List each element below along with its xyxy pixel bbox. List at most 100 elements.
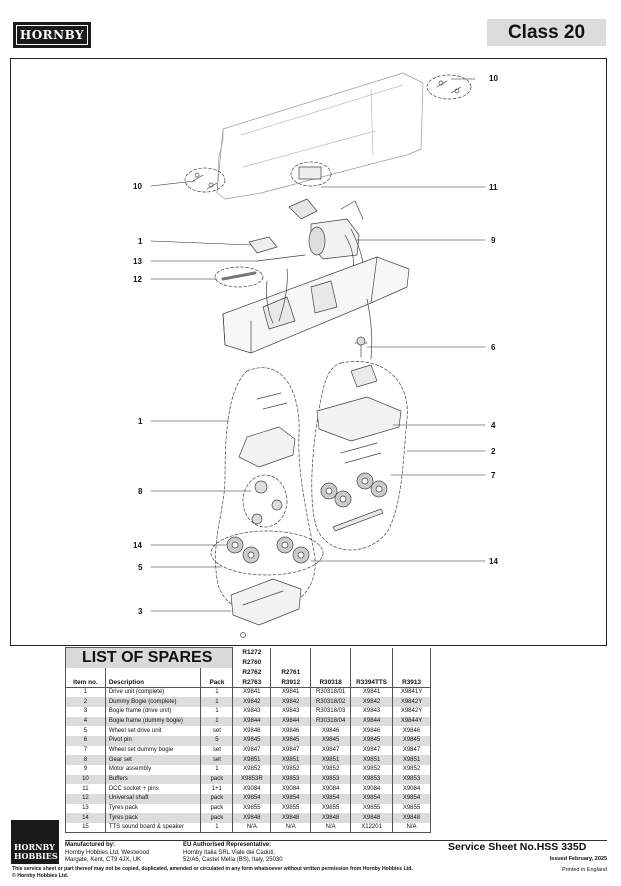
callout-8: 8 (138, 487, 143, 496)
cell-part-number: X9854 (350, 794, 394, 804)
cell-part-number: X9851 (270, 755, 312, 765)
callout-7: 7 (491, 471, 496, 480)
buffers-left-group (184, 167, 226, 193)
eu-line1: Hornby Italia SRL Viale dei Caduti, (183, 849, 276, 856)
cell-part-number: N/A (310, 823, 352, 834)
cell-part-number: X9852 (392, 765, 431, 775)
cell-item: 5 (65, 726, 106, 736)
footer-divider (65, 840, 607, 841)
cell-part-number: X9848 (270, 813, 312, 824)
cell-part-number: X9853 (310, 774, 352, 785)
dcc-socket-group (290, 161, 332, 187)
manufacturer-block: Manufactured by: Hornby Hobbies Ltd, Wes… (65, 842, 149, 865)
cell-part-number: X9843 (232, 706, 272, 717)
cell-description: DCC socket + pins (104, 784, 202, 795)
cell-part-number: X9855 (350, 803, 394, 814)
copyright-notice: © Hornby Hobbies Ltd. (12, 873, 69, 879)
cell-part-number: X9853 (392, 774, 431, 785)
cell-item: 15 (65, 823, 106, 834)
callout-10-left: 10 (133, 182, 142, 191)
header-blank (310, 667, 352, 678)
service-sheet-number: Service Sheet No.HSS 335D (448, 841, 587, 853)
callout-9: 9 (491, 236, 496, 245)
cell-part-number: X9852 (310, 765, 352, 775)
model-header-r2760: R2760 (232, 657, 272, 668)
cell-part-number: X9846 (350, 726, 394, 736)
cell-part-number: X9847 (270, 745, 312, 756)
cell-description: Pivot pin (104, 735, 202, 746)
cell-pack: 1 (200, 823, 234, 834)
callout-1-pcb: 1 (138, 237, 143, 246)
hornby-hobbies-logo: HORNBY HOBBIES (11, 820, 59, 864)
cell-item: 9 (65, 765, 106, 775)
cell-part-number: X9845 (270, 735, 312, 746)
shaft-13 (256, 254, 306, 262)
cell-description: Universal shaft (104, 794, 202, 804)
cell-part-number: X9852 (270, 765, 312, 775)
cell-item: 7 (65, 745, 106, 756)
manufactured-line1: Hornby Hobbies Ltd, Westwood (65, 849, 150, 856)
cell-description: Gear set (104, 755, 202, 765)
cell-part-number: X9844 (270, 716, 312, 727)
cell-part-number: X9841 (270, 687, 312, 698)
loco-body-outline (216, 72, 424, 200)
cell-description: Drive unit (complete) (104, 687, 202, 698)
cell-part-number: X9851 (232, 755, 272, 765)
col-header-model: R2763 (232, 677, 272, 688)
cell-part-number: X9084 (310, 784, 352, 795)
cell-part-number: X9847 (310, 745, 352, 756)
cell-item: 11 (65, 784, 106, 795)
cell-pack: pack (200, 803, 234, 814)
copy-disclaimer: This service sheet or part thereof may n… (12, 866, 413, 872)
cell-part-number: X9846 (310, 726, 352, 736)
col-header-model: R3912 (270, 677, 312, 688)
callout-4: 4 (491, 421, 496, 430)
cell-part-number: X9084 (392, 784, 431, 795)
cell-part-number: X9853 (350, 774, 394, 785)
manufactured-label: Manufactured by: (65, 842, 116, 848)
eu-label: EU Authorised Representative: (183, 842, 272, 848)
header-blank (392, 647, 431, 658)
spares-table: LIST OF SPARES R1272 R2760 R2762 R2761 I… (64, 647, 431, 834)
pcb-board (248, 236, 278, 254)
callout-12: 12 (133, 275, 142, 284)
cell-pack: 1 (200, 716, 234, 727)
cell-part-number: X9084 (232, 784, 272, 795)
col-header-description: Description (104, 677, 202, 688)
cell-part-number: X9842 (270, 697, 312, 707)
cell-part-number: X9853R (232, 774, 272, 785)
cell-part-number: X9848 (350, 813, 394, 824)
cell-part-number: X9852 (350, 765, 394, 775)
cell-pack: set (200, 755, 234, 765)
spares-title: LIST OF SPARES (64, 647, 234, 668)
cell-item: 14 (65, 813, 106, 824)
hh-logo-line1: HORNBY (14, 842, 55, 852)
dummy-bogie-group (311, 361, 408, 551)
eu-rep-block: EU Authorised Representative: Hornby Ita… (183, 842, 283, 865)
cell-part-number: X9855 (270, 803, 312, 814)
cell-description: Tyres pack (104, 803, 202, 814)
header-blank (350, 647, 394, 658)
issued-date: Issued February, 2025 (549, 856, 607, 862)
cell-item: 10 (65, 774, 106, 785)
cell-part-number: X9844 (232, 716, 272, 727)
cell-part-number: X9846 (232, 726, 272, 736)
col-header-model: R3913 (392, 677, 431, 688)
col-header-pack: Pack (200, 677, 234, 688)
col-header-item: Item no. (65, 677, 106, 688)
callout-3: 3 (138, 607, 143, 616)
cell-part-number: X9855 (392, 803, 431, 814)
cell-description: Dummy Bogie (complete) (104, 697, 202, 707)
cell-pack: pack (200, 774, 234, 785)
cell-pack: pack (200, 813, 234, 824)
cell-part-number: X9844 (350, 716, 394, 727)
title-text: Class 20 (507, 21, 586, 43)
cell-description: Tyres pack (104, 813, 202, 824)
callout-6: 6 (491, 343, 496, 352)
header-blank (270, 647, 312, 658)
cell-part-number: X9844Y (392, 716, 431, 727)
